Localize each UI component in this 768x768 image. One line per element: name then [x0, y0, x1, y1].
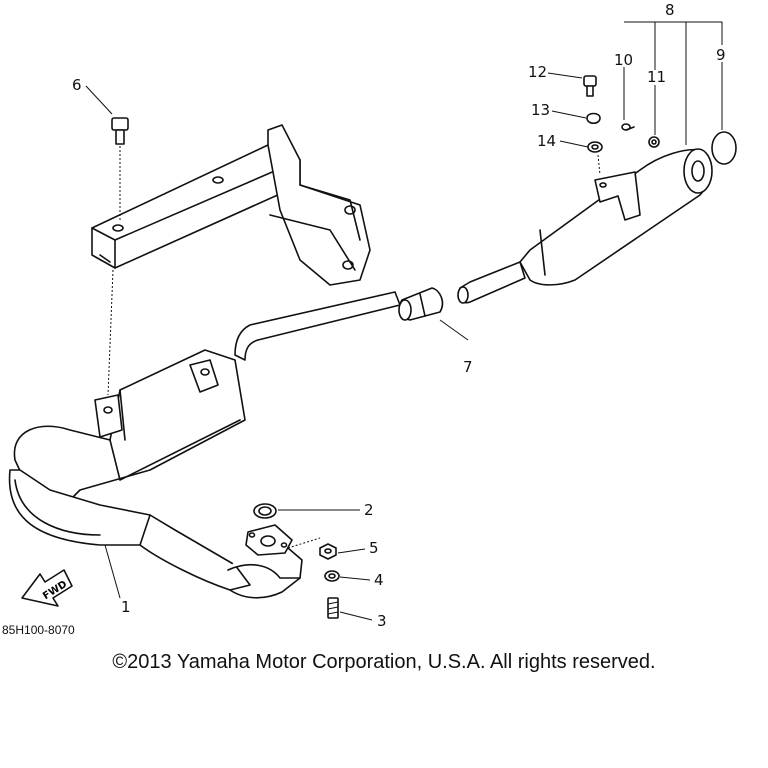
callout-12: 12	[528, 63, 547, 81]
fwd-arrow-icon: FWD	[21, 569, 73, 607]
callout-9: 9	[716, 46, 726, 64]
exhaust-parts-diagram: 1 2 3 4 5 6 7 8 9 10 11 12 13 14 FWD	[8, 1, 737, 630]
callout-4: 4	[374, 571, 384, 589]
washer-13	[586, 112, 601, 125]
callout-1: 1	[121, 598, 131, 616]
callout-6: 6	[72, 76, 82, 94]
exhaust-chamber-1	[8, 291, 401, 599]
callout-8: 8	[665, 1, 675, 19]
callout-14: 14	[537, 132, 556, 150]
callout-7: 7	[463, 358, 473, 376]
part-code: 85H100-8070	[2, 623, 75, 637]
nut-5	[319, 543, 337, 560]
callout-5: 5	[369, 539, 379, 557]
leader-lines	[85, 21, 723, 621]
silencer-8	[457, 148, 713, 304]
bolt-6	[107, 117, 129, 396]
callout-13: 13	[531, 101, 550, 119]
gasket-9	[711, 131, 737, 165]
joint-7	[398, 287, 444, 321]
nut-14	[587, 141, 603, 153]
callout-3: 3	[377, 612, 387, 630]
callout-11: 11	[647, 68, 666, 86]
callout-10: 10	[614, 51, 633, 69]
callout-2: 2	[364, 501, 374, 519]
bolt-12	[583, 75, 597, 97]
washer-11	[648, 136, 660, 148]
mounting-bracket	[91, 124, 371, 286]
gasket-2	[253, 503, 277, 519]
copyright-notice: ©2013 Yamaha Motor Corporation, U.S.A. A…	[112, 651, 656, 673]
screw-10	[621, 123, 635, 131]
washer-4	[324, 570, 340, 582]
exhaust-flange	[245, 524, 321, 556]
stud-3	[327, 597, 339, 619]
